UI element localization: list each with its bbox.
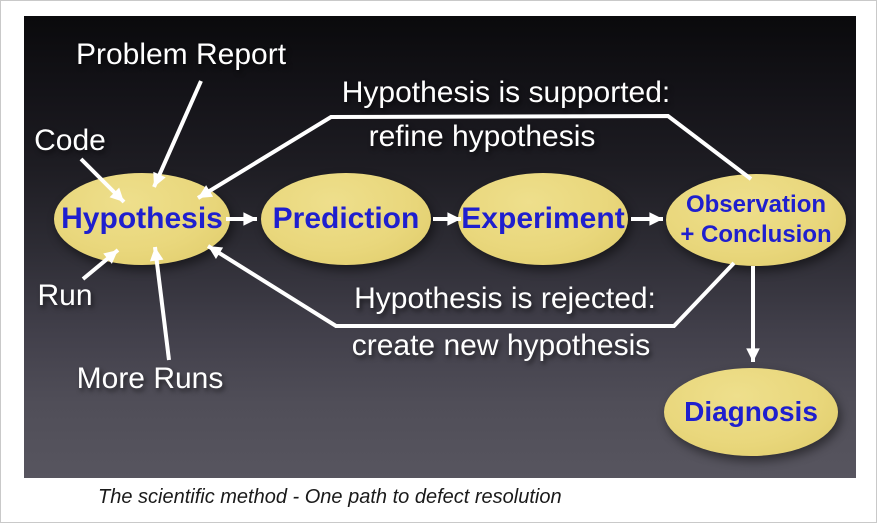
node-experiment-label: Experiment [461,202,625,235]
arrows-layer [79,80,760,362]
arrow-more-runs-to-hypothesis [149,246,171,361]
label-supported-line1: Hypothesis is supported: [341,76,671,109]
label-rejected-line2: create new hypothesis [351,329,651,362]
label-problem-report: Problem Report [75,38,287,71]
label-supported-line2: refine hypothesis [368,120,596,153]
figure-caption: The scientific method - One path to defe… [98,486,562,508]
arrow-run-to-hypothesis [81,248,120,281]
label-rejected-line1: Hypothesis is rejected: [354,282,656,315]
node-diagnosis: Diagnosis [664,368,838,456]
node-experiment: Experiment [458,173,628,265]
arrow-code-to-hypothesis [79,157,126,204]
label-run: Run [37,279,93,312]
node-diagnosis-label: Diagnosis [684,396,818,428]
node-hypothesis-label: Hypothesis [61,202,223,235]
arrow-rejected-feedback-to-hypothesis [206,244,736,328]
arrow-supported-feedback-to-hypothesis [196,113,753,200]
node-observation-line1: Observation [685,190,827,218]
node-prediction: Prediction [261,173,431,265]
label-code: Code [34,124,106,157]
node-prediction-label: Prediction [272,202,420,235]
label-more-runs: More Runs [76,362,224,395]
slide-background: Hypothesis Prediction Experiment Observa… [24,16,856,478]
node-observation-conclusion: Observation + Conclusion [666,174,846,266]
node-observation-line2: + Conclusion [680,221,832,248]
arrow-problem-report-to-hypothesis [152,80,203,188]
